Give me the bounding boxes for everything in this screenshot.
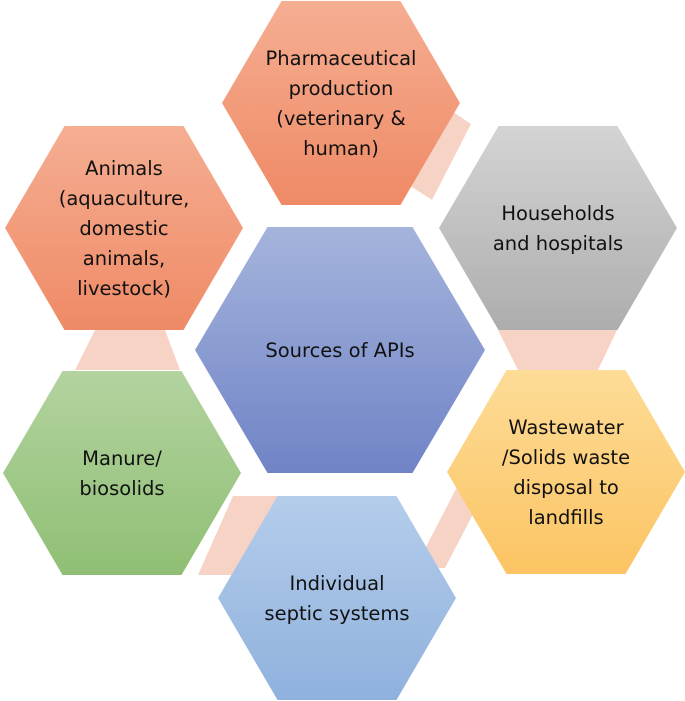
hexagon-septic-label-line: septic systems	[264, 602, 409, 625]
hexagon-pharma-shape	[222, 1, 460, 205]
hexagon-animals-shape	[5, 126, 243, 330]
hexagon-septic-label-line: Individual	[290, 572, 385, 595]
connector-households-wastewater	[498, 330, 617, 370]
hexagon-wastewater: Wastewater/Solids waste disposal to landfi…	[447, 370, 685, 574]
connectors	[75, 103, 617, 575]
hexagon-center-label-line: Sources of APIs	[265, 339, 414, 362]
hexagon-wastewater-label-line: Wastewater	[508, 416, 624, 439]
hexagon-wastewater-label-line: landfills	[528, 506, 603, 529]
hexagon-pharma-label-line: human)	[303, 137, 379, 160]
hexagon-households: Households and hospitals	[439, 126, 677, 330]
connector-manure-animals	[75, 330, 180, 370]
hexagon-center: Sources of APIs	[195, 227, 485, 473]
hexagons: Pharmaceutical production (veterinary & hum…	[3, 1, 685, 700]
hexagon-manure-label-line: Manure/	[82, 447, 162, 470]
hexagon-manure-label-line: biosolids	[79, 477, 164, 500]
hexagon-pharma-label-line: Pharmaceutical	[266, 47, 417, 70]
hexagon-animals-label-line: (aquaculture,	[59, 187, 190, 210]
hexagon-septic-shape	[218, 496, 456, 700]
hexagon-animals-label-line: domestic	[79, 217, 168, 240]
hexagon-wastewater-label-line: /Solids waste	[502, 446, 630, 469]
hexagon-households-label-line: and hospitals	[493, 232, 623, 255]
hexagon-pharma-label-line: production	[289, 77, 394, 100]
hexagon-animals: Animals (aquaculture, domestic animals, live…	[5, 126, 243, 330]
hexagon-households-label-line: Households	[501, 202, 614, 225]
hexagon-animals-label-line: animals,	[83, 247, 165, 270]
hexagon-pharma: Pharmaceutical production (veterinary & hum…	[222, 1, 460, 205]
hexagon-wastewater-label-line: disposal to	[513, 476, 619, 499]
connector-septic-manure	[198, 496, 278, 575]
hexagon-center-shape	[195, 227, 485, 473]
hexagon-manure: Manure/biosolids	[3, 371, 241, 575]
hexagon-animals-label-line: livestock)	[77, 277, 171, 300]
connector-wastewater-septic	[415, 489, 486, 568]
hexagon-animals-label-line: Animals	[85, 157, 163, 180]
hexagon-septic: Individual septic systems	[218, 496, 456, 700]
hexagon-households-shape	[439, 126, 677, 330]
hexagon-wastewater-shape	[447, 370, 685, 574]
hexagon-manure-shape	[3, 371, 241, 575]
hexagon-pharma-label-line: (veterinary &	[276, 107, 406, 130]
connector-pharma-households	[401, 103, 471, 200]
